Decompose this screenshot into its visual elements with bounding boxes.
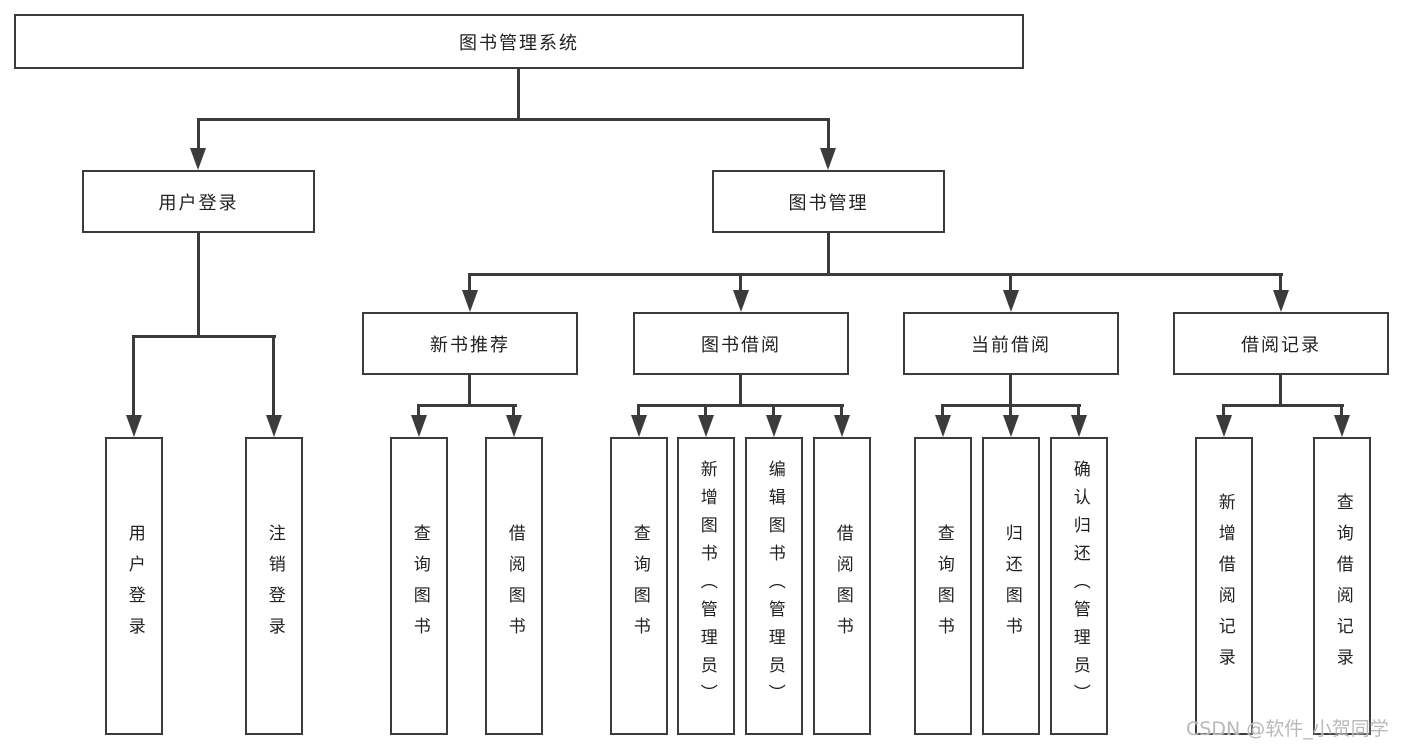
node-new-book-recommend: 新书推荐 [362, 312, 578, 375]
leaf-label: 编辑图书（管理员） [764, 460, 785, 712]
node-label: 当前借阅 [971, 334, 1051, 356]
leaf-logout: 注销登录 [245, 437, 303, 735]
leaf-current-confirm-return-admin: 确认归还（管理员） [1050, 437, 1108, 735]
arrow-down-icon [820, 148, 836, 170]
leaf-label: 查询图书 [933, 524, 954, 648]
connector-stem-leaf [1009, 404, 1012, 417]
node-label: 图书管理系统 [459, 32, 579, 54]
connector-stem-leaf [512, 404, 515, 417]
connector-stem-leaf [941, 404, 944, 417]
node-label: 借阅记录 [1241, 334, 1321, 356]
connector-stem-leaf [272, 335, 275, 417]
leaf-recommend-borrow-book: 借阅图书 [485, 437, 543, 735]
leaf-label: 借阅图书 [832, 524, 853, 648]
arrow-down-icon [631, 415, 647, 437]
csdn-watermark: CSDN @软件_小贺同学 [1186, 718, 1389, 740]
leaf-recommend-query-book: 查询图书 [390, 437, 448, 735]
leaf-label: 查询图书 [629, 524, 650, 648]
connector-stem-leaf [1340, 404, 1343, 417]
connector-recommend-bar [417, 404, 517, 407]
leaf-label: 归还图书 [1001, 524, 1022, 648]
connector-mgmt-bar [468, 273, 1283, 276]
arrow-down-icon [935, 415, 951, 437]
arrow-down-icon [1003, 415, 1019, 437]
arrow-down-icon [126, 415, 142, 437]
connector-stem-book-management [827, 118, 830, 150]
leaf-label: 查询图书 [409, 524, 430, 648]
arrow-down-icon [266, 415, 282, 437]
connector-borrow-bar [637, 404, 844, 407]
node-label: 图书借阅 [701, 334, 781, 356]
connector-stem-leaf [840, 404, 843, 417]
leaf-records-add-record: 新增借阅记录 [1195, 437, 1253, 735]
node-current-borrow: 当前借阅 [903, 312, 1119, 375]
connector-stem-leaf [132, 335, 135, 417]
leaf-label: 查询借阅记录 [1332, 493, 1353, 679]
connector-stem-leaf [704, 404, 707, 417]
connector-stem-leaf [1222, 404, 1225, 417]
node-label: 用户登录 [158, 192, 239, 214]
connector-root-stub [517, 69, 520, 118]
arrow-down-icon [190, 148, 206, 170]
arrow-down-icon [462, 290, 478, 312]
node-book-management: 图书管理 [712, 170, 945, 233]
leaf-label: 注销登录 [264, 524, 285, 648]
leaf-label: 新增图书（管理员） [696, 460, 717, 712]
leaf-records-query-record: 查询借阅记录 [1313, 437, 1371, 735]
node-borrow-records: 借阅记录 [1173, 312, 1389, 375]
leaf-borrow-edit-book-admin: 编辑图书（管理员） [745, 437, 803, 735]
arrow-down-icon [834, 415, 850, 437]
arrow-down-icon [506, 415, 522, 437]
connector-stem-level3 [1279, 273, 1282, 292]
connector-recommend-stub [468, 375, 471, 404]
leaf-borrow-borrow-book: 借阅图书 [813, 437, 871, 735]
connector-stem-leaf [637, 404, 640, 417]
connector-stem-leaf [1077, 404, 1080, 417]
arrow-down-icon [1334, 415, 1350, 437]
arrow-down-icon [411, 415, 427, 437]
arrow-down-icon [1003, 290, 1019, 312]
connector-records-bar [1222, 404, 1344, 407]
connector-stem-level3 [1009, 273, 1012, 292]
node-book-borrow: 图书借阅 [633, 312, 849, 375]
leaf-borrow-query-book: 查询图书 [610, 437, 668, 735]
node-label: 图书管理 [788, 192, 869, 214]
arrow-down-icon [733, 290, 749, 312]
arrow-down-icon [698, 415, 714, 437]
connector-mgmt-stub [827, 233, 830, 273]
connector-records-stub [1279, 375, 1282, 404]
connector-current-stub [1009, 375, 1012, 404]
leaf-borrow-add-book-admin: 新增图书（管理员） [677, 437, 735, 735]
leaf-current-return-book: 归还图书 [982, 437, 1040, 735]
node-label: 新书推荐 [430, 334, 510, 356]
node-root: 图书管理系统 [14, 14, 1024, 69]
leaf-label: 新增借阅记录 [1214, 493, 1235, 679]
connector-stem-leaf [772, 404, 775, 417]
node-user-login: 用户登录 [82, 170, 315, 233]
connector-borrow-stub [739, 375, 742, 404]
connector-stem-level3 [739, 273, 742, 292]
connector-stem-level3 [468, 273, 471, 292]
arrow-down-icon [1273, 290, 1289, 312]
leaf-current-query-book: 查询图书 [914, 437, 972, 735]
leaf-label: 确认归还（管理员） [1069, 460, 1090, 712]
connector-root-bar [197, 118, 830, 121]
connector-stem-user-login [197, 118, 200, 150]
arrow-down-icon [1216, 415, 1232, 437]
leaf-label: 用户登录 [124, 524, 145, 648]
connector-login-bar [133, 335, 276, 338]
arrow-down-icon [1071, 415, 1087, 437]
arrow-down-icon [766, 415, 782, 437]
connector-login-stub [197, 233, 200, 335]
connector-stem-leaf [417, 404, 420, 417]
leaf-label: 借阅图书 [504, 524, 525, 648]
leaf-user-login: 用户登录 [105, 437, 163, 735]
